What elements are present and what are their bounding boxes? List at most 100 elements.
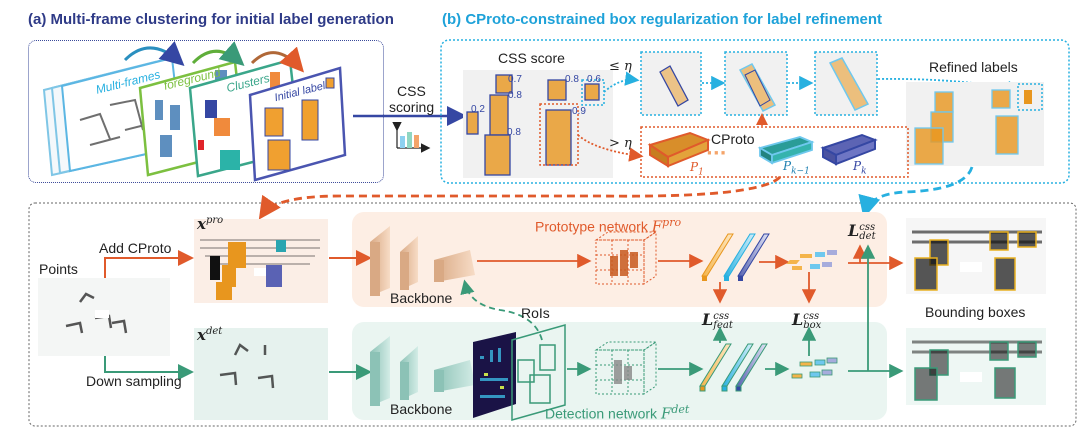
pk-base: P	[853, 159, 862, 173]
pipeline-frame	[28, 202, 1077, 427]
curved-arrow-green	[191, 41, 245, 66]
points-image	[38, 278, 170, 356]
backbone-top-blocks	[370, 226, 475, 296]
cproto-label: CProto	[711, 131, 755, 147]
prototype-pk-1-label: Pk−1	[783, 159, 810, 176]
refine-step-3	[814, 51, 878, 116]
roi-boxes	[511, 324, 566, 421]
prototype-ellipsis: ···	[706, 143, 727, 164]
x-det-image	[194, 328, 328, 420]
prototype-p1-label: P1	[690, 160, 704, 177]
voxel-points-bottom	[614, 360, 632, 384]
pk-sub: k	[861, 166, 867, 177]
prototype-network-label: Prototype network Fpro	[535, 216, 681, 236]
refined-labels-image	[906, 82, 1044, 166]
detection-network-label: Detection network Fdet	[545, 403, 689, 423]
detection-network-sup: det	[671, 403, 690, 416]
box-params-top	[786, 250, 837, 270]
add-cproto-arrow	[104, 250, 194, 278]
bounding-boxes-proto-image	[906, 218, 1046, 294]
css-scoring-label-line2: scoring	[389, 99, 435, 115]
loss-det-sub: det	[859, 230, 876, 242]
add-cproto-label: Add CProto	[99, 240, 172, 256]
score-0-8-c: 0.8	[565, 74, 579, 85]
score-0-8-b: 0.8	[507, 127, 521, 138]
panel-b-frame	[440, 39, 1070, 184]
css-score-image	[463, 70, 613, 178]
gt-eta-arrow	[577, 134, 644, 162]
loss-box-sup: css	[803, 310, 820, 322]
loss-feat-base: L	[702, 310, 714, 329]
panel-b-title: (b) CProto-constrained box regularizatio…	[442, 11, 883, 28]
p1-base: P	[690, 160, 699, 174]
score-0-8-a: 0.8	[508, 90, 522, 101]
prototype-network-sup: pro	[662, 216, 682, 229]
prototype-pk-1	[757, 136, 815, 165]
prototype-pk-label: Pk	[853, 159, 867, 176]
low-score-highlight	[581, 79, 605, 106]
high-score-highlight	[539, 103, 579, 166]
p1-sub: 1	[698, 167, 704, 178]
refine-arrow-3	[877, 78, 1022, 95]
loss-box-sub: box	[803, 319, 822, 331]
x-det-sup: det	[205, 326, 223, 337]
feature-map	[473, 332, 516, 418]
backbone-bottom-blocks	[370, 336, 475, 406]
box-params-bottom	[791, 357, 838, 379]
le-eta-label: ≤ η	[609, 59, 632, 74]
rois-label: RoIs	[521, 305, 550, 321]
le-eta-arrow	[603, 71, 640, 93]
panel-a-title: (a) Multi-frame clustering for initial l…	[28, 11, 394, 28]
loss-det-base: L	[848, 221, 860, 240]
refined-labels-title: Refined labels	[929, 59, 1018, 75]
css-scoring-label-line1: CSS	[397, 83, 426, 99]
loss-det-sup: css	[859, 221, 876, 233]
bounding-boxes-label: Bounding boxes	[925, 304, 1026, 320]
prototype-pk	[820, 133, 878, 166]
backbone-top-label: Backbone	[390, 290, 453, 306]
pk1-base: P	[783, 159, 792, 173]
loss-feat-sub: feat	[713, 319, 733, 331]
feature-vectors-top	[701, 233, 770, 281]
detection-network-text: Detection network	[545, 405, 661, 422]
x-pro-image	[194, 219, 328, 303]
x-det-label: xdet	[197, 326, 222, 344]
initial-label-card	[248, 66, 347, 182]
detection-network-symbol: F	[660, 404, 672, 423]
x-pro-sup: pro	[205, 215, 224, 226]
refined-labels-feedback-arrow	[858, 166, 974, 219]
refine-step-2	[724, 51, 788, 116]
prototype-p1	[647, 131, 711, 168]
score-0-7: 0.7	[508, 74, 522, 85]
curved-arrow-blue	[123, 41, 185, 67]
gt-eta-label: > η	[609, 136, 632, 151]
loss-feat-sup: css	[713, 310, 730, 322]
refine-step-1	[640, 51, 702, 116]
loss-box-base: L	[792, 310, 804, 329]
points-label: Points	[39, 261, 78, 277]
bounding-boxes-det-image	[906, 328, 1046, 405]
cproto-feedback-arrow	[258, 175, 782, 220]
cproto-bank-frame	[640, 126, 909, 178]
rois-feedback-arrow	[460, 279, 543, 341]
panel-a-frame	[28, 40, 384, 183]
feature-vectors-bottom	[699, 343, 768, 392]
backbone-bottom-label: Backbone	[390, 401, 453, 417]
voxel-points-top	[610, 250, 638, 276]
down-sampling-label: Down sampling	[86, 373, 182, 389]
prototype-network-text: Prototype network	[535, 218, 652, 235]
prototype-network-symbol: F	[651, 217, 663, 236]
x-pro-base: x	[197, 215, 206, 233]
score-0-9: 0.9	[572, 106, 586, 117]
x-det-base: x	[197, 326, 206, 344]
x-pro-label: xpro	[197, 215, 223, 233]
down-sampling-arrow	[104, 356, 194, 380]
bar-chart-icon	[392, 121, 431, 153]
score-0-2: 0.2	[471, 104, 485, 115]
curved-arrow-brown	[250, 46, 304, 73]
pk1-sub: k−1	[791, 166, 810, 177]
